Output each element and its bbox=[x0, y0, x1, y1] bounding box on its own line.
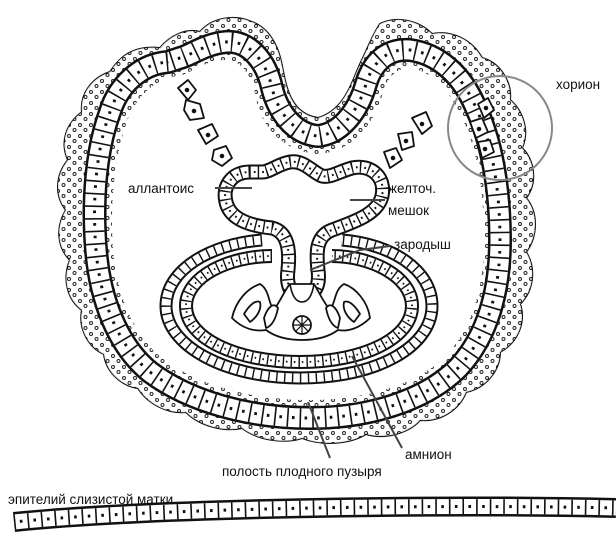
label-allantois: аллантоис bbox=[128, 181, 194, 196]
label-epithelium: эпителий слизистой матки bbox=[8, 492, 173, 507]
uterine-epithelium bbox=[14, 507, 616, 522]
label-embryo: зародыш bbox=[394, 237, 451, 252]
label-yolk-sac-line1: желточ. bbox=[388, 181, 436, 196]
label-chorion: хорион bbox=[556, 77, 600, 92]
label-cavity: полость плодного пузыря bbox=[222, 464, 382, 479]
label-yolk-sac-line2: мешок bbox=[388, 203, 429, 218]
label-amnion: амнион bbox=[405, 447, 452, 462]
